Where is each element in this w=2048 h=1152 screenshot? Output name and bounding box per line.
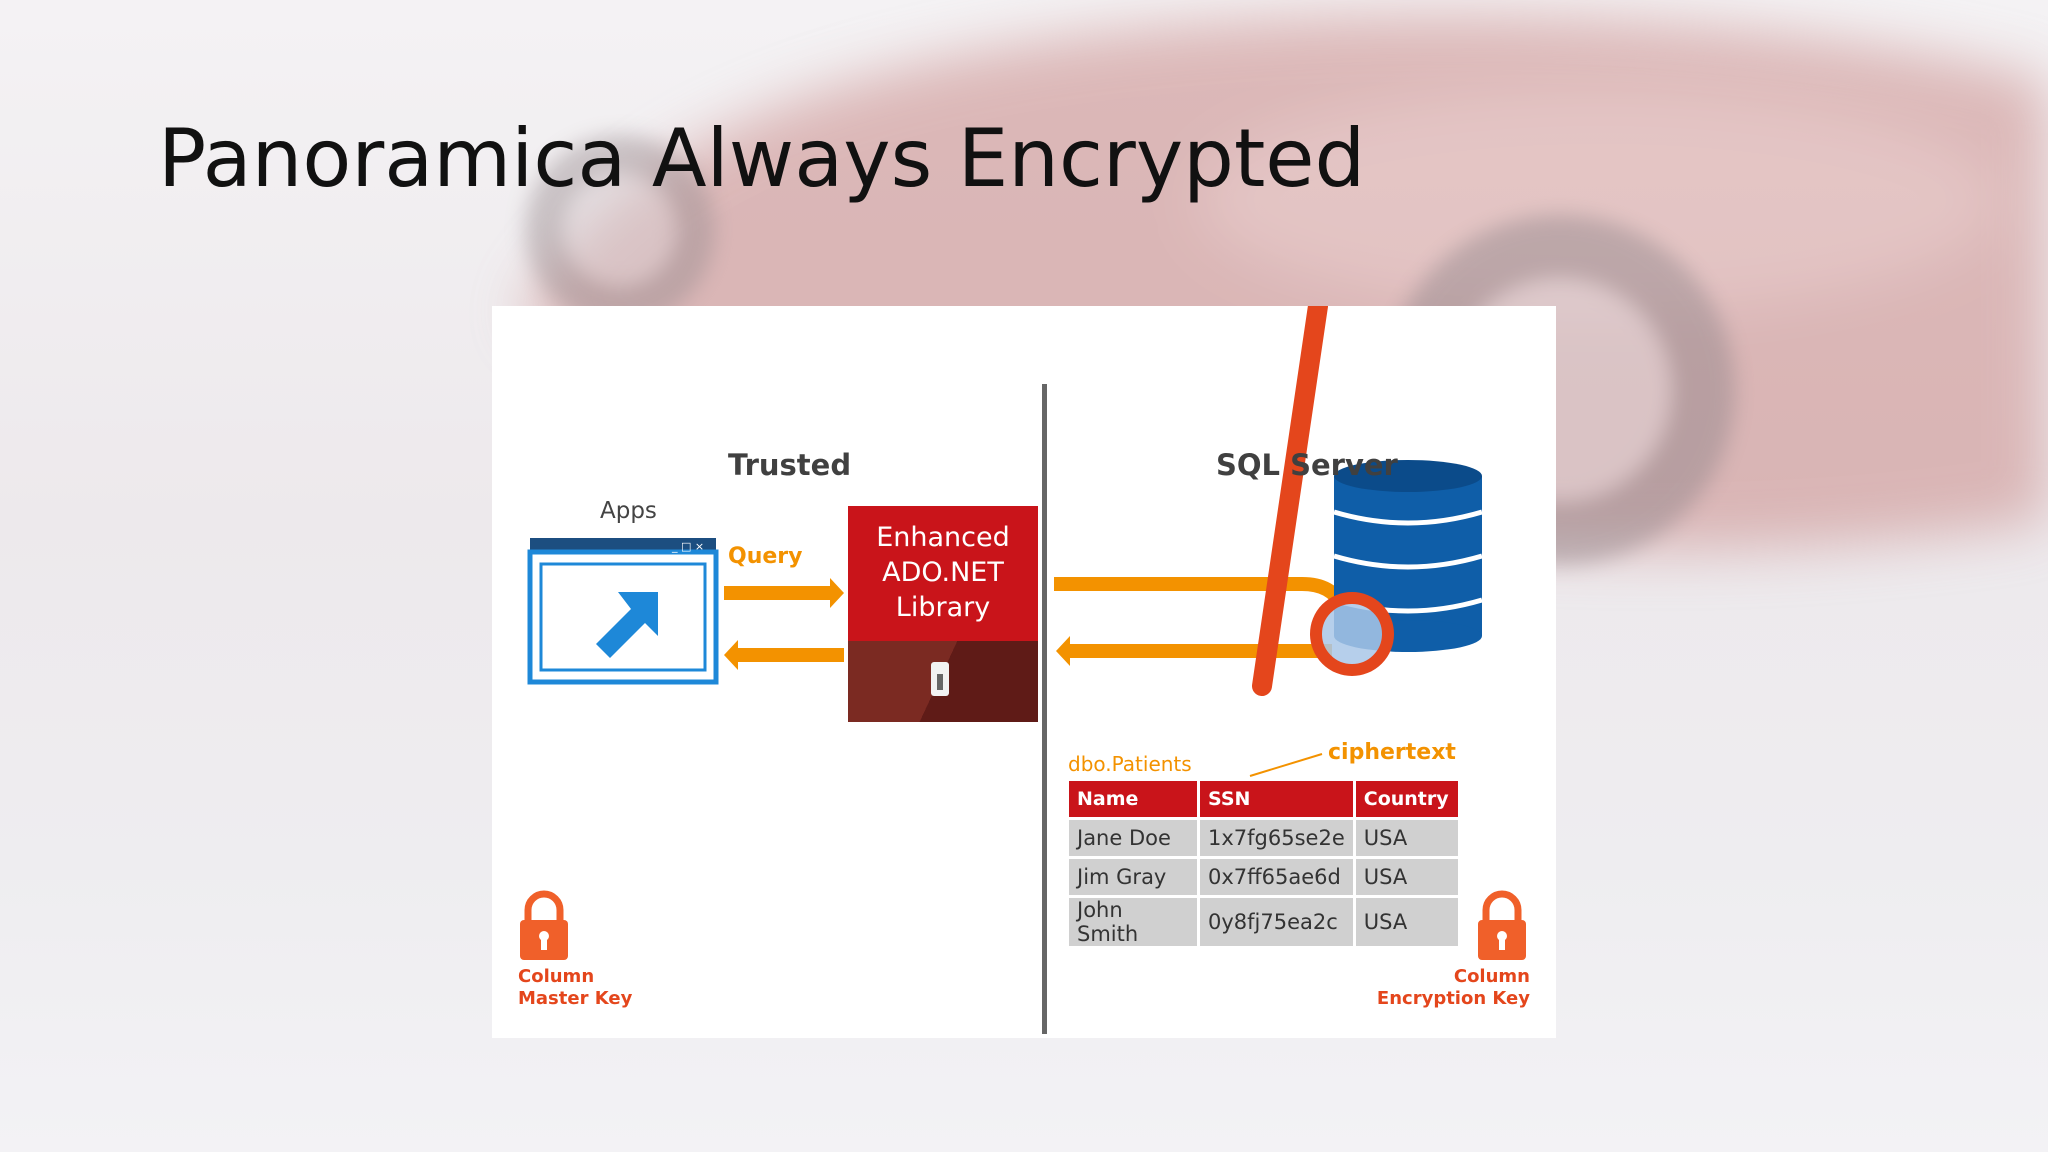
table-row: Jane Doe 1x7fg65se2e USA [1069, 820, 1458, 856]
trusted-heading: Trusted [728, 448, 852, 482]
slide-title: Panoramica Always Encrypted [158, 112, 1366, 205]
table-cell: Jane Doe [1069, 820, 1197, 856]
server-response-arrow [1056, 636, 1332, 666]
master-key-label-line1: Column [518, 966, 595, 987]
library-lock-icon [931, 662, 949, 696]
table-cell: 0y8fj75ea2c [1200, 898, 1353, 946]
app-window-icon: _ □ × [527, 538, 719, 685]
database-icon [1333, 460, 1483, 652]
patients-table: Name SSN Country Jane Doe 1x7fg65se2e US… [1066, 778, 1461, 949]
encryption-key-label-line2: Encryption Key [1376, 988, 1530, 1009]
column-header: Country [1355, 781, 1458, 817]
master-key-label-line2: Master Key [518, 988, 633, 1009]
arrow-icon [596, 592, 658, 658]
magnifier-icon [1252, 306, 1394, 696]
diagram-graphics: _ □ × [520, 306, 1526, 960]
table-cell: 1x7fg65se2e [1200, 820, 1353, 856]
table-cell: USA [1355, 820, 1458, 856]
table-cell: USA [1355, 859, 1458, 895]
query-request-arrow [724, 578, 844, 608]
column-header: Name [1069, 781, 1197, 817]
table-name-label: dbo.Patients [1068, 752, 1192, 776]
table-cell: 0x7ff65ae6d [1200, 859, 1353, 895]
query-label: Query [728, 544, 803, 569]
ciphertext-pointer [1249, 753, 1323, 777]
apps-label: Apps [600, 498, 657, 524]
encryption-key-padlock-icon [1478, 890, 1526, 960]
trust-boundary-divider [1042, 384, 1047, 1034]
table-cell: John Smith [1069, 898, 1197, 946]
library-label: Enhanced ADO.NET Library [876, 522, 1010, 623]
server-request-arrow [1054, 577, 1361, 639]
encryption-key-label: Column Encryption Key [1377, 966, 1530, 1010]
query-response-arrow [724, 640, 844, 670]
sql-server-heading: SQL Server [1216, 448, 1398, 482]
table-row: John Smith 0y8fj75ea2c USA [1069, 898, 1458, 946]
table-cell: Jim Gray [1069, 859, 1197, 895]
master-key-label: Column Master Key [518, 966, 632, 1010]
ado-net-library-box: Enhanced ADO.NET Library [848, 506, 1038, 722]
svg-text:_ □ ×: _ □ × [671, 540, 704, 553]
ciphertext-label: ciphertext [1328, 740, 1456, 765]
table-row: Jim Gray 0x7ff65ae6d USA [1069, 859, 1458, 895]
table-header-row: Name SSN Country [1069, 781, 1458, 817]
table-cell: USA [1355, 898, 1458, 946]
column-header: SSN [1200, 781, 1353, 817]
diagram-panel: _ □ × [492, 306, 1556, 1038]
master-key-padlock-icon [520, 890, 568, 960]
encryption-key-label-line1: Column [1453, 966, 1530, 987]
